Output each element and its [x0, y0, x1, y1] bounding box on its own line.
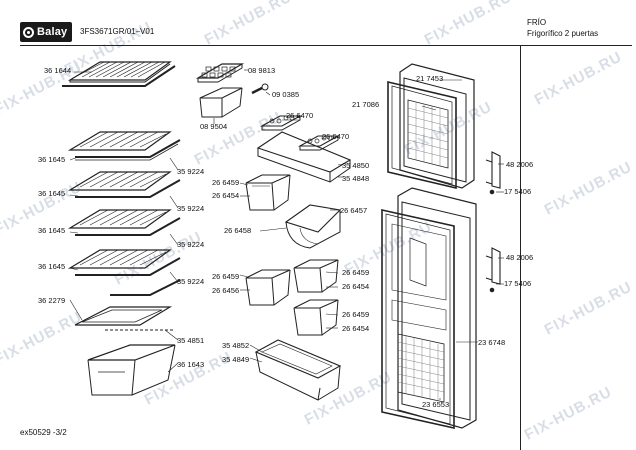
part-label: 26 6454	[342, 324, 370, 333]
egg-tray-b	[297, 135, 341, 151]
part-label: 48 2006	[506, 160, 534, 169]
part-label: 23 6553	[422, 400, 450, 409]
handle-bottom	[485, 247, 501, 293]
box-right-1	[293, 259, 339, 293]
part-label: 26 6457	[340, 206, 368, 215]
door-shelf-top	[256, 131, 352, 183]
header-divider	[20, 45, 632, 46]
wire-shelf-top	[62, 61, 176, 87]
part-label: 35 4849	[222, 355, 250, 364]
part-label: 36 1645	[38, 189, 66, 198]
egg-tray-a	[259, 115, 303, 131]
part-label: 36 1645	[38, 155, 66, 164]
part-label: 35 4848	[342, 174, 370, 183]
brand-logo: Balay	[20, 22, 72, 42]
part-label: 35 9224	[177, 240, 205, 249]
ice-box	[199, 87, 243, 118]
part-label: 48 2006	[506, 253, 534, 262]
part-label: 35 9224	[177, 277, 205, 286]
fridge-door-drawing	[381, 187, 477, 429]
part-label: 35 4852	[222, 341, 250, 350]
part-label: 26 6456	[212, 286, 240, 295]
part-label: 26 6470	[286, 111, 314, 120]
handle-top	[485, 151, 501, 195]
column-divider	[520, 45, 521, 450]
bottle-shelf	[254, 339, 342, 401]
part-label: 36 1644	[44, 66, 72, 75]
wire-shelf-b	[67, 171, 181, 198]
part-label: 26 6459	[212, 272, 240, 281]
box-right-2	[293, 299, 339, 336]
ice-tray	[195, 63, 245, 83]
part-label: 26 6454	[212, 191, 240, 200]
part-label: 09 0385	[272, 90, 300, 99]
small-box	[245, 174, 291, 211]
part-label: 36 1645	[38, 262, 66, 271]
brand-name: Balay	[37, 26, 68, 38]
freezer-door-drawing	[387, 63, 475, 190]
part-label: 35 9224	[177, 204, 205, 213]
model-code: 3FS3671GR/01–V01	[80, 27, 155, 36]
part-label: 17 5406	[504, 279, 532, 288]
part-label: 35 4851	[177, 336, 205, 345]
part-label: 21 7086	[352, 100, 380, 109]
part-label: 26 6459	[212, 178, 240, 187]
part-label: 08 9813	[248, 66, 276, 75]
glass-cover	[74, 306, 175, 331]
subcategory: Frigorífico 2 puertas	[527, 29, 599, 38]
part-label: 26 6470	[322, 132, 350, 141]
part-label: 26 6459	[342, 310, 370, 319]
part-label: 36 1643	[177, 360, 205, 369]
wire-shelf-c	[67, 209, 181, 236]
part-label: 36 1645	[38, 226, 66, 235]
ice-scraper	[251, 83, 269, 95]
part-label: 26 6458	[224, 226, 252, 235]
part-label: 35 4850	[342, 161, 370, 170]
category: FRÍO	[527, 18, 547, 27]
brand-mark-icon	[23, 26, 34, 38]
dairy-flap	[284, 204, 342, 249]
part-label: 21 7453	[416, 74, 444, 83]
part-label: 35 9224	[177, 167, 205, 176]
leader-lines	[69, 69, 504, 400]
part-label: 17 5406	[504, 187, 532, 196]
part-label: 26 6459	[342, 268, 370, 277]
part-label: 08 9504	[200, 122, 228, 131]
part-label: 23 6748	[478, 338, 506, 347]
wire-shelf-d	[67, 249, 181, 296]
wire-shelf-a	[67, 131, 181, 161]
box-left	[245, 269, 291, 306]
footer-code: ex50529 -3/2	[20, 428, 67, 437]
part-label: 26 6454	[342, 282, 370, 291]
crisper-drawer	[87, 344, 176, 396]
part-label: 36 2279	[38, 296, 66, 305]
